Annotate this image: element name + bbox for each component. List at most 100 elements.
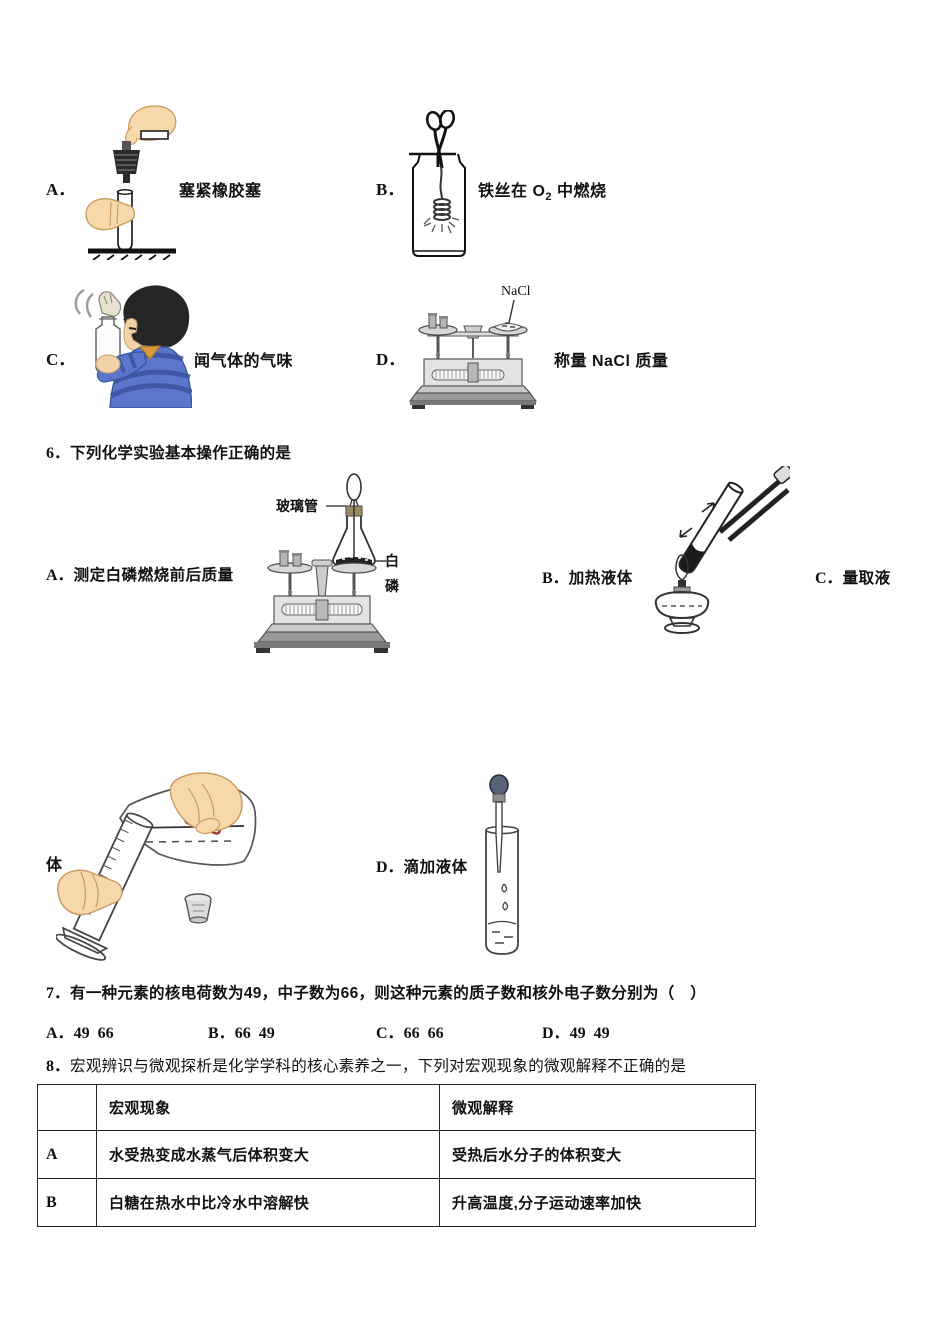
- q7-option-d: D．49 49: [542, 1019, 610, 1043]
- q8-row-b-explanation: 升高温度,分子运动速率加快: [439, 1178, 756, 1227]
- q6-option-d-label: 滴加液体: [403, 859, 468, 876]
- question-8-text: 宏观辨识与微观探析是化学学科的核心素养之一，下列对宏观现象的微观解释不正确的是: [70, 1058, 687, 1075]
- hand-lower: [85, 198, 136, 231]
- balance: [254, 550, 390, 653]
- q7-option-a: A．49 66: [46, 1019, 114, 1043]
- crucible-tongs: [425, 110, 456, 169]
- q6-option-b: B．加热液体: [542, 564, 633, 588]
- q6-option-a-letter: A．: [46, 567, 74, 584]
- lamp-body: [654, 590, 710, 620]
- q7-option-b-value: 66 49: [234, 1025, 275, 1042]
- gas-bottle: [412, 153, 466, 257]
- q6-option-a-label: 测定白磷燃烧前后质量: [73, 567, 234, 584]
- nacl-pointer-line: [508, 299, 515, 324]
- watch-glass: [492, 322, 524, 332]
- q7-option-a-value: 49 66: [73, 1025, 114, 1042]
- option-d-letter: D．: [376, 350, 406, 369]
- wafting-hand: [98, 291, 122, 317]
- q7-option-b-letter: B．: [208, 1025, 235, 1042]
- holding-hand: [95, 354, 121, 374]
- weights: [428, 313, 448, 329]
- test-tube-tilted: [678, 481, 744, 574]
- nacl-sample: [502, 322, 515, 328]
- weighing-nacl-illustration: [409, 299, 537, 409]
- hand-top: [125, 105, 177, 145]
- hand-on-bottle: [169, 772, 243, 835]
- liquid-surface: [487, 920, 517, 925]
- option-b-label: 铁丝在 O2 中燃烧: [478, 177, 606, 203]
- option-b-label-pre: 铁丝在 O: [478, 183, 546, 200]
- droplets: [501, 883, 509, 911]
- q6-option-a: A．测定白磷燃烧前后质量: [46, 561, 234, 585]
- table-surface: [88, 248, 176, 260]
- q6-option-c-label: 量取液: [842, 570, 891, 587]
- wick: [678, 580, 686, 590]
- pouring-liquid-illustration: [56, 772, 257, 961]
- q8-header-empty: [37, 1084, 97, 1131]
- dropper: [489, 774, 509, 873]
- question-7-number: 7．: [46, 985, 71, 1002]
- hand-on-cylinder: [57, 869, 123, 916]
- nacl-annotation: NaCl: [501, 284, 531, 299]
- phosphorus-balance-illustration: [254, 473, 396, 653]
- stopper-test-tube-illustration: [85, 105, 177, 260]
- q7-option-b: B．66 49: [208, 1019, 275, 1043]
- q8-table-row-b: B 白糖在热水中比冷水中溶解快 升高温度,分子运动速率加快: [37, 1178, 756, 1227]
- q8-table-row-a: A 水受热变成水蒸气后体积变大 受热后水分子的体积变大: [37, 1130, 756, 1179]
- ground-stopper: [184, 893, 212, 924]
- glass-tube: [495, 801, 503, 873]
- arrows: [679, 502, 715, 538]
- q8-row-a-explanation: 受热后水分子的体积变大: [439, 1130, 756, 1179]
- conical-flask: [332, 500, 376, 566]
- option-b-label-sub: 2: [545, 191, 553, 204]
- question-6-number: 6．: [46, 445, 71, 462]
- q8-row-a-phenomenon: 水受热变成水蒸气后体积变大: [96, 1130, 440, 1179]
- q8-row-b-key: B: [37, 1178, 97, 1227]
- option-b-label-post: 中燃烧: [552, 183, 607, 200]
- q6-option-d-letter: D．: [376, 859, 404, 876]
- flame: [675, 554, 689, 581]
- q6-option-c: C．量取液: [815, 564, 891, 588]
- option-c-label: 闻气体的气味: [194, 353, 294, 370]
- horizontal-tube: [140, 130, 169, 140]
- q7-option-c: C．66 66: [376, 1019, 444, 1043]
- iron-wire-burning-illustration: [409, 110, 466, 257]
- dropper-illustration: [485, 774, 519, 955]
- sparks: [423, 217, 460, 234]
- question-7: 7．有一种元素的核电荷数为49，中子数为66，则这种元素的质子数和核外电子数分别…: [46, 979, 706, 1003]
- iron-wire-coil: [423, 166, 460, 234]
- q7-option-d-value: 49 49: [569, 1025, 610, 1042]
- right-pan: [331, 562, 377, 574]
- alcohol-lamp: [654, 554, 710, 634]
- heating-liquid-illustration: [654, 466, 790, 634]
- holder-cap: [773, 466, 790, 485]
- q7-option-d-letter: D．: [542, 1025, 570, 1042]
- question-8: 8．宏观辨识与微观探析是化学学科的核心素养之一，下列对宏观现象的微观解释不正确的…: [46, 1052, 686, 1076]
- holder-rod: [718, 466, 790, 542]
- q8-table: 宏观现象 微观解释 A 水受热变成水蒸气后体积变大 受热后水分子的体积变大 B …: [37, 1084, 756, 1227]
- balance: [409, 313, 537, 409]
- q6-option-b-letter: B．: [542, 570, 569, 587]
- q8-header-explanation: 微观解释: [439, 1084, 756, 1131]
- boy-body: [95, 345, 192, 408]
- weights: [279, 550, 302, 567]
- q6-option-d: D．滴加液体: [376, 853, 468, 877]
- rubber-stopper: [113, 141, 140, 183]
- option-c-letter: C．: [46, 350, 76, 369]
- q6-option-c-continuation: 体: [46, 857, 63, 874]
- question-6-text: 下列化学实验基本操作正确的是: [70, 445, 292, 462]
- option-d-label: 称量 NaCl 质量: [554, 353, 669, 370]
- q7-option-c-value: 66 66: [403, 1025, 444, 1042]
- question-8-number: 8．: [46, 1058, 71, 1075]
- option-a-letter: A．: [46, 180, 76, 199]
- glass-tube-annotation: 玻璃管: [276, 498, 318, 514]
- option-a-label: 塞紧橡胶塞: [179, 183, 262, 200]
- question-6: 6．下列化学实验基本操作正确的是: [46, 439, 291, 463]
- q6-option-b-label: 加热液体: [568, 570, 633, 587]
- q6-option-c-letter: C．: [815, 570, 843, 587]
- q8-header-phenomenon: 宏观现象: [96, 1084, 440, 1131]
- q8-row-b-phenomenon: 白糖在热水中比冷水中溶解快: [96, 1178, 440, 1227]
- motion-lines: [74, 288, 94, 318]
- question-7-text: 有一种元素的核电荷数为49，中子数为66，则这种元素的质子数和核外电子数分别为（…: [70, 985, 707, 1002]
